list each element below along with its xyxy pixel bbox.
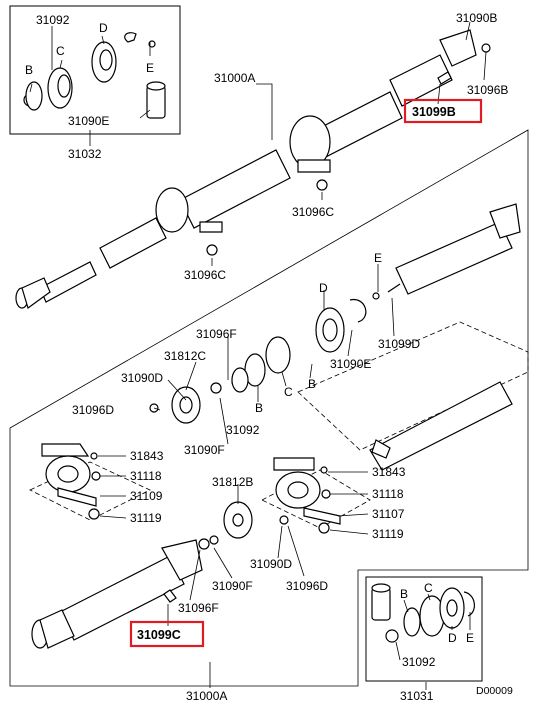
part-label-31090f-mid[interactable]: 31090F (184, 443, 225, 457)
part-label-c-top[interactable]: C (56, 44, 65, 58)
kit-31031-parts (371, 583, 475, 643)
part-label-31090d-left[interactable]: 31090D (121, 371, 163, 385)
part-label-b-top[interactable]: B (25, 63, 33, 77)
part-label-31107[interactable]: 31107 (372, 507, 405, 521)
bottom-shaft-end (31, 501, 289, 649)
kit-box-31032 (9, 5, 181, 135)
part-label-31096f-bot[interactable]: 31096F (178, 601, 219, 615)
rear-propeller-shaft (149, 203, 521, 471)
part-label-31096c-mid[interactable]: 31096C (292, 205, 334, 219)
part-label-c-mid[interactable]: C (284, 385, 293, 399)
kit-box-31031 (365, 576, 483, 682)
part-label-31119-left[interactable]: 31119 (130, 511, 162, 525)
part-label-b-mid[interactable]: B (308, 377, 316, 391)
part-label-d-mid[interactable]: D (319, 281, 328, 295)
kit-31032-parts (23, 32, 166, 119)
highlight-box-31099c (129, 620, 205, 648)
part-label-31092-bot[interactable]: 31092 (402, 655, 436, 669)
part-label-31031[interactable]: 31031 (400, 689, 434, 703)
part-label-31096d-bot[interactable]: 31096D (286, 579, 328, 593)
part-label-e-bot[interactable]: E (466, 631, 474, 645)
part-label-31843-right[interactable]: 31843 (372, 465, 406, 479)
part-label-e-mid[interactable]: E (374, 251, 382, 265)
highlight-box-31099b (403, 98, 483, 124)
rear-shaft-dashed-frame (297, 321, 529, 451)
part-label-31000a-top[interactable]: 31000A (214, 71, 255, 85)
part-label-31118-left[interactable]: 31118 (130, 469, 162, 483)
part-label-31032[interactable]: 31032 (68, 147, 102, 161)
part-label-31090b[interactable]: 31090B (456, 11, 497, 25)
part-label-31090e-mid[interactable]: 31090E (330, 357, 371, 371)
part-label-31090e-top[interactable]: 31090E (68, 114, 109, 128)
part-label-31000a-bot[interactable]: 31000A (186, 689, 227, 703)
part-label-31118-right[interactable]: 31118 (372, 487, 404, 501)
part-label-c-bot[interactable]: C (424, 581, 433, 595)
part-label-31812b[interactable]: 31812B (212, 475, 253, 489)
part-label-31096d-left[interactable]: 31096D (72, 403, 114, 417)
diagram-code: D00009 (476, 685, 513, 697)
center-bearing-right (273, 457, 341, 534)
part-label-31096c-left[interactable]: 31096C (184, 268, 226, 282)
main-assembly-frame (9, 129, 529, 687)
part-label-31812c[interactable]: 31812C (164, 349, 206, 363)
part-label-31099b[interactable]: 31099B (412, 105, 456, 119)
part-label-31099c[interactable]: 31099C (137, 628, 181, 642)
center-bearing-left (41, 443, 101, 520)
part-label-31092-mid[interactable]: 31092 (226, 423, 260, 437)
part-label-31090d-bot[interactable]: 31090D (250, 557, 292, 571)
part-label-31092-top[interactable]: 31092 (36, 13, 70, 27)
part-label-31096f-top[interactable]: 31096F (196, 327, 237, 341)
front-propeller-shaft (15, 29, 491, 309)
part-label-31090f-bot[interactable]: 31090F (212, 579, 253, 593)
part-label-31099d[interactable]: 31099D (378, 337, 420, 351)
part-label-b-mid2[interactable]: B (255, 401, 263, 415)
part-label-31119-right[interactable]: 31119 (372, 527, 404, 541)
part-label-31109[interactable]: 31109 (130, 489, 163, 503)
part-label-d-bot[interactable]: D (448, 631, 457, 645)
part-label-e-top[interactable]: E (146, 61, 154, 75)
part-label-d-top[interactable]: D (99, 21, 108, 35)
part-label-b-bot[interactable]: B (400, 587, 408, 601)
part-label-31843-left[interactable]: 31843 (130, 449, 164, 463)
part-label-31096b[interactable]: 31096B (467, 83, 508, 97)
